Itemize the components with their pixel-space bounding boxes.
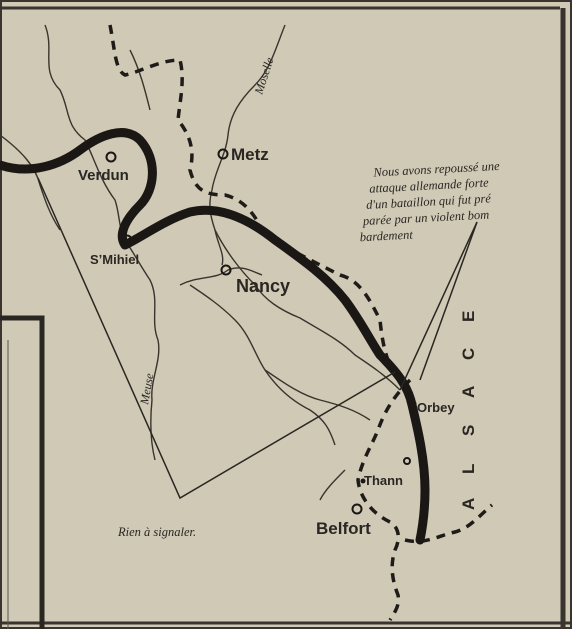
moselle-lower	[214, 229, 401, 391]
vosges-note-line-2: attaque allemande forte	[369, 175, 489, 195]
border-dashed-south	[356, 378, 412, 621]
label-nancy: Nancy	[236, 276, 290, 296]
city-markers	[105, 148, 417, 515]
vosges-note-line-1: Nous avons repoussé une	[372, 159, 500, 180]
label-orbey: Orbey	[417, 400, 455, 415]
region-letter-5: C	[459, 348, 478, 360]
region-letter-1: A	[459, 498, 478, 510]
belfort-marker	[351, 503, 363, 515]
thann-river-marker	[403, 457, 411, 465]
region-letter-4: A	[459, 386, 478, 398]
vosges-stream	[264, 369, 371, 421]
vosges-note-pointer-b	[419, 221, 478, 381]
front-line	[0, 128, 430, 545]
label-thann: Thann	[364, 473, 403, 488]
region-letter-3: S	[459, 425, 478, 436]
verdun-marker	[105, 151, 117, 163]
region-alsace: A L S A C E	[459, 311, 478, 510]
north-stream	[129, 49, 151, 111]
pointer-lines	[37, 177, 478, 500]
vosges-note-pointer-a	[399, 221, 478, 391]
label-verdun: Verdun	[78, 167, 129, 184]
region-letter-6: E	[459, 311, 478, 322]
st-mihiel-marker	[121, 234, 133, 246]
thann-stream	[319, 469, 346, 501]
south-note-pointer	[37, 177, 396, 500]
vosges-note-line-4: parée par un violent bom	[362, 208, 490, 229]
label-meuse: Meuse	[137, 372, 157, 407]
vosges-note-line-5: bardement	[359, 228, 413, 245]
label-metz: Metz	[231, 145, 269, 164]
rivers	[0, 24, 401, 501]
nancy-marker	[220, 264, 232, 276]
meurthe-river	[189, 284, 336, 446]
vosges-note-line-3: d'un bataillon qui fut pré	[366, 191, 492, 212]
vosges-note: Nous avons repoussé une attaque allemand…	[359, 159, 500, 245]
orbey-marker	[407, 399, 417, 409]
metz-marker	[217, 148, 229, 160]
south-note: Rien à signaler.	[117, 525, 196, 539]
inset-box	[0, 315, 45, 629]
meuse-tributary	[0, 134, 61, 231]
label-moselle: Moselle	[251, 55, 277, 97]
nancy-branch	[179, 267, 263, 286]
label-belfort: Belfort	[316, 519, 371, 538]
label-st-mihiel: SʼMihiel	[90, 252, 139, 267]
border-dashed-north	[108, 24, 394, 371]
thann-marker	[360, 478, 366, 484]
region-letter-2: L	[459, 464, 478, 474]
